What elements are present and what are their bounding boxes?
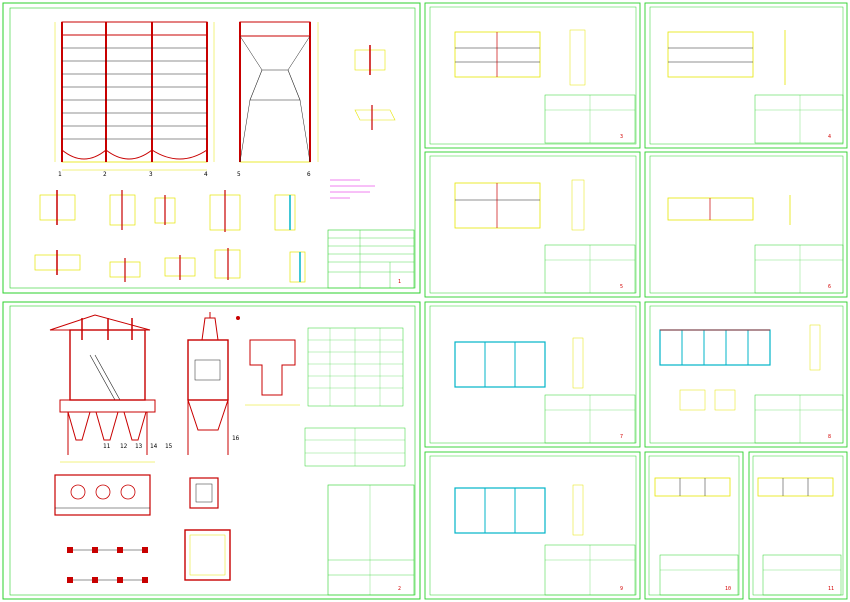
tower-front-view: 11 12 13 bbox=[49, 314, 156, 463]
sheet-2-number: 2 bbox=[398, 586, 401, 592]
sheet-11-number: 11 bbox=[828, 586, 834, 592]
label-13: 13 bbox=[135, 443, 143, 450]
plan-view-1 bbox=[54, 474, 151, 516]
sheet-4-number: 4 bbox=[828, 134, 831, 140]
label-3: 3 bbox=[149, 171, 153, 178]
foundation-plan bbox=[67, 547, 148, 583]
sheet-1-number: 1 bbox=[398, 279, 401, 285]
hopper-section bbox=[245, 339, 300, 406]
sheet-1-notes bbox=[330, 179, 375, 199]
label-6: 6 bbox=[307, 171, 311, 178]
sheet-6-number: 6 bbox=[828, 284, 831, 290]
sheet-7[interactable]: 7 bbox=[424, 301, 641, 448]
connection-table bbox=[304, 427, 406, 467]
label-16: 16 bbox=[232, 435, 240, 442]
material-table bbox=[307, 327, 404, 407]
label-4: 4 bbox=[204, 171, 208, 178]
sheet-1-callouts: 1 2 3 4 5 6 bbox=[58, 171, 311, 178]
side-elevation bbox=[239, 21, 319, 163]
sheet-4[interactable]: 4 bbox=[644, 2, 848, 149]
sheet-5-number: 5 bbox=[620, 284, 623, 290]
detail-row-2 bbox=[34, 248, 306, 283]
label-5: 5 bbox=[237, 171, 241, 178]
sheet-9-number: 9 bbox=[620, 586, 623, 592]
sheet-10-number: 10 bbox=[725, 586, 731, 592]
sheet-6[interactable]: 6 bbox=[644, 151, 848, 298]
sheet-11[interactable]: 11 bbox=[748, 451, 848, 600]
label-2: 2 bbox=[103, 171, 107, 178]
marker-dot bbox=[236, 316, 240, 320]
sheet-2-callouts: 14 15 16 bbox=[150, 435, 240, 450]
detail-row-1 bbox=[39, 190, 296, 232]
tower-side-view bbox=[187, 312, 240, 455]
front-elevation bbox=[54, 21, 215, 171]
sheet-10[interactable]: 10 bbox=[644, 451, 744, 600]
label-15: 15 bbox=[165, 443, 173, 450]
plan-view-2 bbox=[189, 477, 219, 509]
sheet-5[interactable]: 5 bbox=[424, 151, 641, 298]
label-14: 14 bbox=[150, 443, 158, 450]
label-11: 11 bbox=[103, 443, 111, 450]
sheet-3[interactable]: 3 bbox=[424, 2, 641, 149]
sheet-7-number: 7 bbox=[620, 434, 623, 440]
sheet-3-number: 3 bbox=[620, 134, 623, 140]
sheet-2-title-block: 2 bbox=[327, 484, 415, 596]
sheet-1-title-block: 1 bbox=[327, 229, 415, 289]
sheet-8-number: 8 bbox=[828, 434, 831, 440]
sheet-1[interactable]: 1 bbox=[2, 2, 421, 294]
sheet-2[interactable]: 11 12 13 bbox=[2, 301, 421, 600]
base-plan bbox=[184, 529, 231, 581]
detail-section-right bbox=[354, 45, 396, 130]
label-1: 1 bbox=[58, 171, 62, 178]
sheet-9[interactable]: 9 bbox=[424, 451, 641, 600]
sheet-8[interactable]: 8 bbox=[644, 301, 848, 448]
label-12: 12 bbox=[120, 443, 128, 450]
